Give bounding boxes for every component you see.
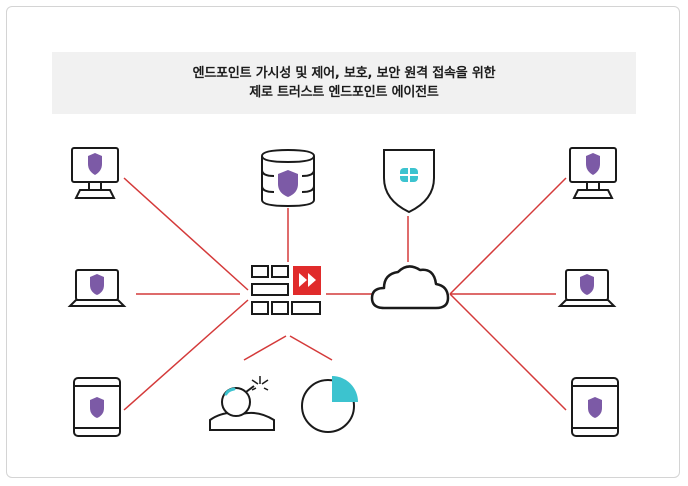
laptop-right-icon — [557, 269, 617, 307]
link-desktop-left — [123, 177, 249, 291]
tablet-right-icon — [571, 377, 619, 437]
database-icon — [261, 148, 315, 208]
link-desktop-right — [449, 177, 567, 295]
link-tablet-right — [449, 293, 567, 411]
title-line-2: 제로 트러스트 엔드포인트 에이전트 — [249, 85, 439, 100]
desktop-left-icon — [71, 147, 119, 199]
threat-bomb-icon — [209, 376, 275, 431]
link-tablet-left — [123, 299, 249, 411]
title-banner: 엔드포인트 가시성 및 제어, 보호, 보안 원격 접속을 위한 제로 트러스트… — [52, 52, 636, 114]
link-threat — [243, 335, 287, 361]
tablet-left-icon — [73, 377, 121, 437]
fortinet-shield-icon — [383, 149, 435, 214]
link-pie — [289, 335, 333, 361]
firewall-fabric-icon — [251, 265, 321, 315]
laptop-left-icon — [67, 269, 127, 307]
title-line-1: 엔드포인트 가시성 및 제어, 보호, 보안 원격 접속을 위한 — [192, 66, 496, 81]
desktop-right-icon — [569, 147, 617, 199]
cloud-icon — [370, 265, 450, 310]
connection-lines — [123, 177, 567, 411]
pie-analytics-icon — [301, 376, 358, 433]
